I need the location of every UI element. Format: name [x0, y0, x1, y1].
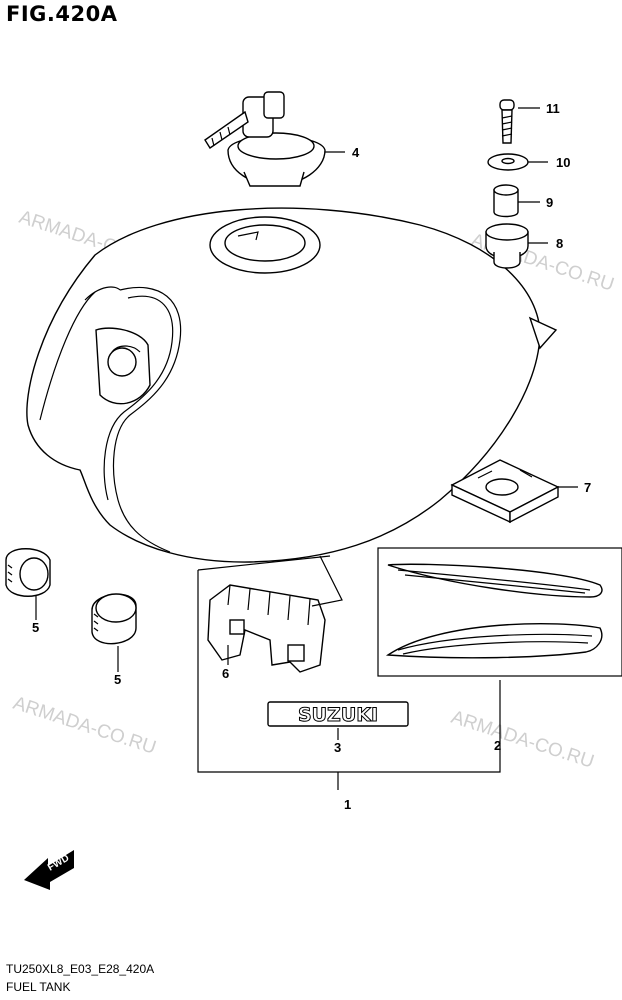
- watermark: ARMADA-CO.RU: [448, 707, 596, 773]
- collar: [493, 184, 519, 218]
- suzuki-badge: [267, 701, 409, 727]
- fuel-cap: [204, 91, 326, 187]
- callout-8: 8: [556, 236, 563, 251]
- stripe-box: [377, 547, 622, 677]
- callout-6: 6: [222, 666, 229, 681]
- callout-10: 10: [556, 155, 570, 170]
- fuel-tank: [26, 207, 558, 563]
- clamp: [207, 584, 326, 673]
- badge-text: SUZUKI: [298, 704, 378, 726]
- figure-title: FIG.420A: [6, 2, 118, 26]
- tank-stripe: [387, 563, 603, 598]
- callout-9: 9: [546, 195, 553, 210]
- callout-2: 2: [494, 738, 501, 753]
- callout-4: 4: [352, 145, 360, 160]
- fwd-arrow-icon: FWD: [24, 850, 74, 890]
- callout-5b: 5: [114, 672, 121, 687]
- diagram-code: TU250XL8_E03_E28_420A: [6, 962, 155, 976]
- tank-stripe: [385, 622, 603, 659]
- grommet: [5, 548, 51, 597]
- rubber-pad: [450, 459, 560, 524]
- callout-5a: 5: [32, 620, 39, 635]
- diagram-name: FUEL TANK: [6, 980, 71, 994]
- cushion: [485, 223, 529, 269]
- callout-7: 7: [584, 480, 591, 495]
- grommet: [91, 593, 137, 645]
- callout-1: 1: [344, 797, 351, 812]
- callout-11: 11: [546, 101, 560, 116]
- watermark: ARMADA-CO.RU: [10, 693, 158, 759]
- washer: [487, 153, 529, 171]
- callout-3: 3: [334, 740, 341, 755]
- bolt: [499, 99, 515, 144]
